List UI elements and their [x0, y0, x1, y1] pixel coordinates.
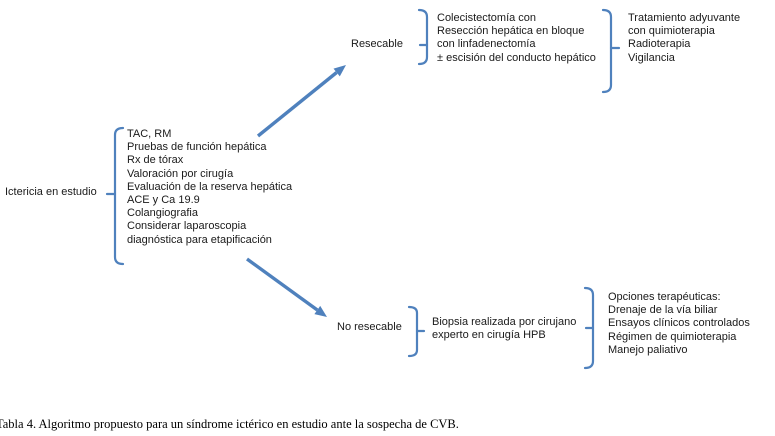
workup-line: Considerar laparoscopia [127, 220, 247, 233]
surgery-brace-icon [414, 8, 432, 66]
workup-line: diagnóstica para etapificación [127, 233, 272, 246]
biopsy-line: Biopsia realizada por cirujano [432, 316, 577, 328]
palliative-options: Opciones terapéuticas: Drenaje de la vía… [608, 291, 750, 357]
options-line: Opciones terapéuticas: [608, 291, 721, 303]
workup-line: TAC, RM [127, 128, 172, 140]
adjuvant-line: Vigilancia [628, 51, 675, 64]
options-line: Drenaje de la vía biliar [608, 304, 718, 317]
workup-line: Pruebas de función hepática [127, 141, 267, 154]
biopsy-brace-icon [407, 305, 427, 358]
surgery-line: Colecistectomía con [437, 12, 537, 24]
adjuvant-line: Radioterapia [628, 38, 691, 51]
options-brace-icon [581, 286, 599, 370]
surgery-line: Resección hepática en bloque [437, 25, 585, 38]
unresectable-label: No resecable [337, 321, 402, 333]
adjuvant-brace-icon [600, 8, 622, 94]
workup-line: Evaluación de la reserva hepática [127, 180, 293, 193]
resectable-label: Resecable [351, 38, 403, 50]
workup-brace-icon [104, 126, 126, 266]
workup-list: TAC, RM Pruebas de función hepática Rx d… [127, 128, 292, 247]
adjuvant-line: Tratamiento adyuvante [628, 12, 741, 24]
arrow-unresectable [246, 257, 327, 317]
biopsy-line: experto en cirugía HPB [432, 329, 546, 342]
workup-line: Rx de tórax [127, 154, 184, 167]
workup-line: Valoración por cirugía [127, 167, 234, 180]
arrow-resectable [256, 65, 346, 138]
root-label: Ictericia en estudio [5, 186, 97, 198]
surgery-line: con linfadenectomía [437, 38, 536, 51]
adjuvant-options: Tratamiento adyuvante con quimioterapia … [628, 12, 740, 65]
workup-line: ACE y Ca 19.9 [127, 194, 200, 207]
biopsy-text: Biopsia realizada por cirujano experto e… [432, 316, 576, 342]
options-line: Régimen de quimioterapia [608, 330, 737, 343]
options-line: Ensayos clínicos controlados [608, 317, 750, 330]
surgery-line: ± escisión del conducto hepático [437, 51, 596, 64]
workup-line: Colangiografia [127, 207, 198, 220]
options-line: Manejo paliativo [608, 343, 688, 356]
surgery-text: Colecistectomía con Resección hepática e… [437, 12, 596, 65]
adjuvant-line: con quimioterapia [628, 25, 715, 38]
figure-caption: Tabla 4. Algoritmo propuesto para un sín… [0, 417, 459, 431]
